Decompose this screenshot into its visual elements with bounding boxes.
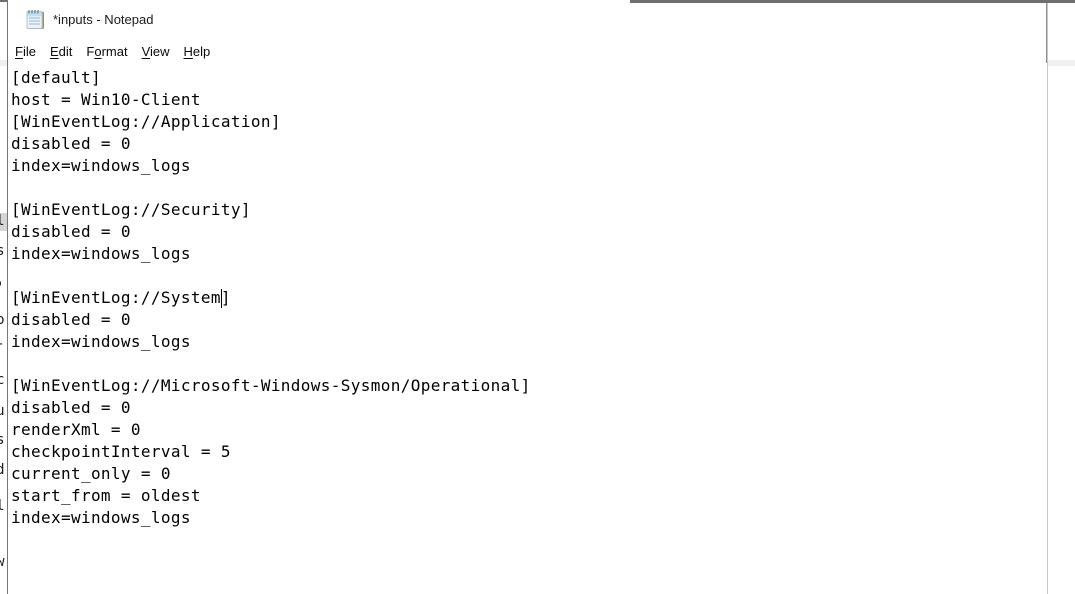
edge-text-fragment: l <box>0 498 5 514</box>
text-editor[interactable]: [default] host = Win10-Client [WinEventLog… <box>8 64 1047 594</box>
editor-line: [WinEventLog://Security] <box>11 200 251 219</box>
editor-line: [WinEventLog://Application] <box>11 112 281 131</box>
editor-line: [WinEventLog://System] <box>11 288 231 308</box>
edge-text-fragment: - <box>0 336 7 354</box>
notepad-window: *inputs - Notepad File Edit Format View Help… <box>7 0 1048 594</box>
editor-line: checkpointInterval = 5 <box>11 442 231 461</box>
edge-text-fragment: o' <box>0 280 7 298</box>
notepad-icon <box>25 9 46 30</box>
editor-line: current_only = 0 <box>11 464 171 483</box>
editor-line: index=windows_logs <box>11 156 191 175</box>
editor-line: [default] <box>11 68 101 87</box>
menu-item-file[interactable]: File <box>15 43 36 59</box>
menubar: File Edit Format View Help <box>8 38 1047 64</box>
menu-item-format[interactable]: Format <box>86 43 128 59</box>
notepad-right-border-segment <box>1046 0 1047 63</box>
edge-text-fragment: u <box>0 403 5 419</box>
edge-text-fragment: cl <box>0 213 7 231</box>
editor-line: start_from = oldest <box>11 486 201 505</box>
text-caret <box>221 289 222 308</box>
titlebar[interactable]: *inputs - Notepad <box>8 0 1047 38</box>
editor-line: index=windows_logs <box>11 508 191 527</box>
edge-text-fragment: d <box>0 462 5 478</box>
edge-text-fragment: s <box>0 432 5 448</box>
foreground-window-edge <box>630 0 1075 3</box>
edge-text-fragment: o <box>0 312 5 328</box>
editor-line: disabled = 0 <box>11 134 131 153</box>
background-window-top-border <box>0 0 8 2</box>
editor-line <box>11 353 1047 375</box>
editor-line: index=windows_logs <box>11 244 191 263</box>
menu-item-edit[interactable]: Edit <box>49 43 73 59</box>
editor-line: host = Win10-Client <box>11 90 201 109</box>
editor-line: disabled = 0 <box>11 398 131 417</box>
editor-line: index=windows_logs <box>11 332 191 351</box>
edge-text-fragment: es <box>0 243 5 259</box>
editor-line: [WinEventLog://Microsoft-Windows-Sysmon/… <box>11 376 531 395</box>
editor-line <box>11 177 1047 199</box>
editor-line <box>11 265 1047 287</box>
edge-text-fragment: w <box>0 554 5 570</box>
edge-text-fragment: c <box>0 372 5 388</box>
window-title: *inputs - Notepad <box>53 12 154 27</box>
editor-line: renderXml = 0 <box>11 420 141 439</box>
menu-item-view[interactable]: View <box>141 43 170 59</box>
menu-item-help[interactable]: Help <box>183 43 211 59</box>
editor-line: disabled = 0 <box>11 222 131 241</box>
editor-line: disabled = 0 <box>11 310 131 329</box>
